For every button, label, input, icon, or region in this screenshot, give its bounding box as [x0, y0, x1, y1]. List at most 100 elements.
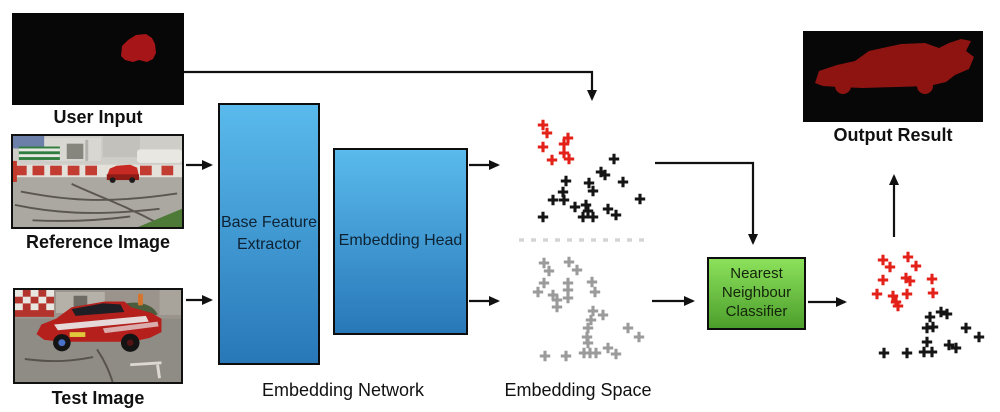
output-result-label: Output Result [833, 125, 953, 145]
test-unclassified-gray-plus-mark [622, 322, 634, 334]
test-unclassified-gray-plus-mark [581, 331, 593, 343]
test-red-car [36, 301, 162, 352]
classified-black-plus-mark [941, 308, 953, 320]
test-unclassified-gray-plus-mark [562, 284, 574, 296]
test-unclassified-gray-plus-mark [543, 265, 555, 277]
reference-marked-red-plus-mark [558, 138, 570, 150]
output-result-graphic [803, 31, 983, 122]
classified-black-plus-mark [921, 336, 933, 348]
test-image-label: Test Image [51, 388, 145, 408]
reference-unmarked-black-plus-mark [580, 199, 592, 211]
test-unclassified-gray-plus-mark [610, 348, 622, 360]
classified-black-plus-mark [926, 346, 938, 358]
reference-unmarked-black-plus-mark [582, 205, 594, 217]
classified-black-plus-mark [878, 347, 890, 359]
test-unclassified-gray-plus-mark [547, 289, 559, 301]
classified-red-plus-mark [892, 300, 904, 312]
arrow-reference-embedding-to-classifier [655, 161, 758, 245]
classified-red-plus-mark [871, 288, 883, 300]
classified-red-plus-mark [902, 251, 914, 263]
classified-red-plus-mark [900, 272, 912, 284]
output-mask-car-silhouette [815, 39, 974, 94]
test-unclassified-gray-plus-mark [578, 347, 590, 359]
reference-red-car [106, 164, 140, 183]
reference-unmarked-black-plus-mark [608, 153, 620, 165]
test-unclassified-gray-plus-mark [538, 277, 550, 289]
reference-unmarked-black-plus-mark [617, 176, 629, 188]
test-unclassified-gray-plus-mark [562, 292, 574, 304]
classified-black-plus-mark [927, 321, 939, 333]
test-unclassified-gray-plus-mark [633, 331, 645, 343]
reference-unmarked-black-plus-mark [599, 169, 611, 181]
test-unclassified-gray-plus-mark [589, 286, 601, 298]
test-unclassified-gray-plus-mark [582, 337, 594, 349]
reference-marked-red-plus-mark [541, 127, 553, 139]
base-feature-extractor-label: Base Feature Extractor [220, 213, 318, 253]
track-cracks [24, 348, 114, 382]
test-unclassified-gray-plus-mark [538, 257, 550, 269]
nearest-neighbour-classifier-label: Nearest Neighbour Classifier [721, 265, 792, 320]
reference-unmarked-black-plus-mark [577, 211, 589, 223]
test-unclassified-gray-plus-mark [551, 294, 563, 306]
test-unclassified-gray-plus-mark [562, 277, 574, 289]
reference-unmarked-black-plus-mark [595, 166, 607, 178]
reference-unmarked-black-plus-mark [602, 203, 614, 215]
classified-black-plus-mark [973, 331, 985, 343]
reference-image [11, 134, 184, 229]
kart-barrier-row [13, 164, 182, 178]
reference-unmarked-black-plus-mark [587, 211, 599, 223]
classified-black-plus-mark [924, 311, 936, 323]
base-feature-extractor-node: Base Feature Extractor [218, 103, 320, 365]
reference-unmarked-black-plus-mark [587, 185, 599, 197]
test-unclassified-gray-plus-mark [587, 305, 599, 317]
classified-red-plus-mark [890, 296, 902, 308]
test-unclassified-gray-plus-mark [551, 301, 563, 313]
reference-marked-red-plus-mark [546, 154, 558, 166]
classified-red-plus-mark [901, 288, 913, 300]
test-unclassified-gray-plus-mark [560, 350, 572, 362]
reference-unmarked-black-plus-mark [547, 194, 559, 206]
reference-marked-red-plus-mark [537, 141, 549, 153]
test-unclassified-gray-plus-mark [590, 347, 602, 359]
user-mask-blob [121, 34, 156, 62]
embedding-head-label: Embedding Head [338, 232, 463, 250]
test-unclassified-gray-plus-mark [563, 256, 575, 268]
reference-marked-red-plus-mark [558, 147, 570, 159]
embedding-space-label: Embedding Space [504, 380, 652, 400]
classified-red-plus-mark [877, 254, 889, 266]
track-markings [130, 361, 162, 379]
user-input-mask-image [12, 13, 184, 105]
test-unclassified-gray-plus-mark [602, 342, 614, 354]
reference-unmarked-black-plus-mark [569, 201, 581, 213]
user-input-label: User Input [53, 107, 143, 127]
classified-red-plus-mark [887, 290, 899, 302]
reference-unmarked-black-plus-mark [610, 209, 622, 221]
test-unclassified-gray-plus-mark [585, 314, 597, 326]
reference-image-graphic [13, 136, 182, 227]
classified-red-plus-mark [927, 287, 939, 299]
classified-black-plus-mark [901, 347, 913, 359]
test-unclassified-gray-plus-mark [532, 286, 544, 298]
classified-black-plus-mark [918, 346, 930, 358]
classified-black-plus-mark [935, 306, 947, 318]
test-unclassified-gray-plus-mark [571, 264, 583, 276]
classified-red-plus-mark [904, 275, 916, 287]
test-unclassified-gray-plus-mark [586, 276, 598, 288]
user-input-mask-graphic [12, 13, 184, 105]
test-image-graphic [15, 290, 181, 382]
test-unclassified-gray-plus-mark [582, 322, 594, 334]
classified-black-plus-mark [921, 322, 933, 334]
test-unclassified-gray-plus-mark [597, 309, 609, 321]
nearest-neighbour-classifier-node: Nearest Neighbour Classifier [707, 257, 806, 330]
test-unclassified-gray-plus-mark [584, 347, 596, 359]
reference-unmarked-black-plus-mark [557, 186, 569, 198]
classified-black-plus-mark [960, 322, 972, 334]
output-result-image [803, 31, 983, 122]
arrow-user-input-to-embedding-space [184, 70, 597, 101]
classified-red-plus-mark [884, 261, 896, 273]
reference-marked-red-plus-mark [563, 153, 575, 165]
reference-unmarked-black-plus-mark [560, 175, 572, 187]
reference-unmarked-black-plus-mark [634, 193, 646, 205]
test-unclassified-gray-plus-mark [539, 350, 551, 362]
classified-black-plus-mark [950, 342, 962, 354]
